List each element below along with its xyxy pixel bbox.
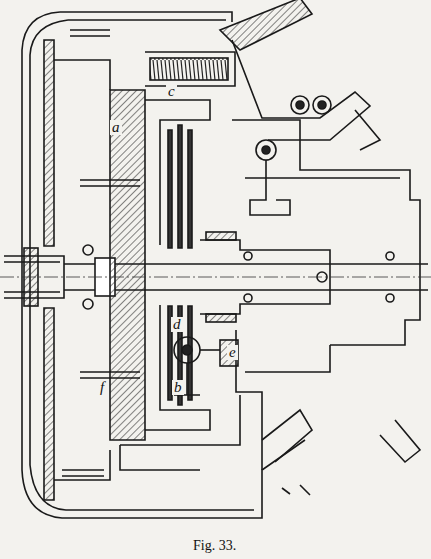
part-letter: e (227, 345, 238, 360)
part-letter: c (166, 84, 177, 99)
part-letter: f (98, 380, 106, 395)
part-letter: d (171, 317, 183, 332)
part-letter: a (110, 120, 122, 135)
part-letter: b (172, 380, 184, 395)
figure-caption: Fig. 33. (193, 538, 236, 554)
